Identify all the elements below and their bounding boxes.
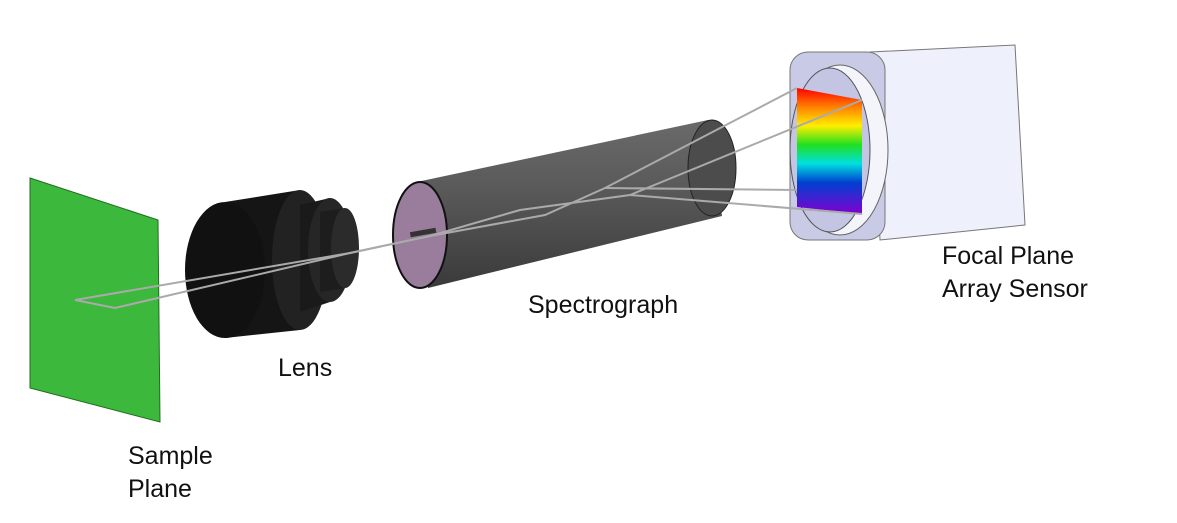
spectrograph-label: Spectrograph <box>528 291 679 319</box>
focal-plane-array-sensor <box>789 44 1026 241</box>
light-rays <box>74 87 863 309</box>
sensor-label: Focal Plane Array Sensor <box>942 240 1088 306</box>
sample-plane-label-line2: Plane <box>128 475 192 503</box>
lens <box>185 190 359 338</box>
sample-plane <box>29 177 161 423</box>
sensor-label-line2: Array Sensor <box>942 275 1088 303</box>
sample-plane-label: Sample Plane <box>128 440 213 506</box>
sensor-label-line1: Focal Plane <box>942 242 1075 270</box>
lens-label: Lens <box>278 354 333 382</box>
spectrum-image <box>797 88 862 214</box>
sample-plane-label-line1: Sample <box>128 442 213 470</box>
